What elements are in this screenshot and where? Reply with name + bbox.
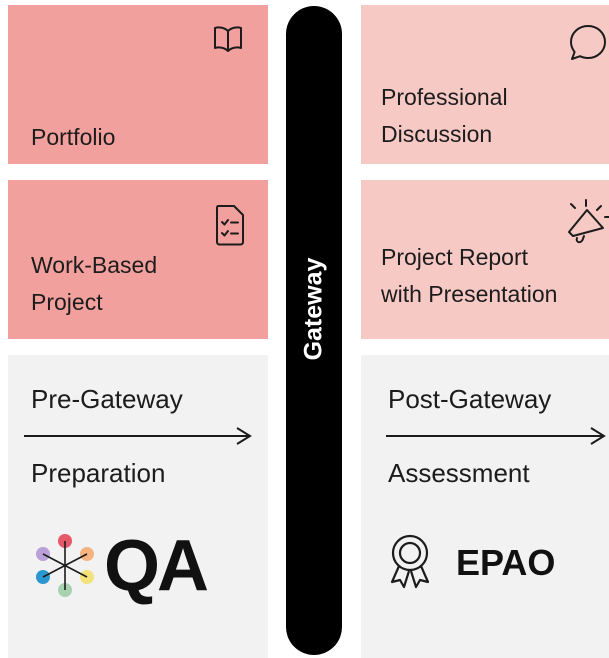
work-based-project-label-line2: Project [31,289,103,315]
assessment-label: Assessment [388,458,530,488]
gateway-bar: Gateway [286,6,342,655]
project-report-label-line1: Project Report [381,244,529,270]
checklist-icon [214,204,246,251]
work-based-project-label-line1: Work-Based [31,252,158,278]
pre-gateway-panel: Pre-Gateway Preparation QA [8,355,268,658]
qa-logo-text: QA [104,526,209,606]
pre-gateway-arrow [24,427,252,445]
professional-discussion-card: Professional Discussion [361,5,609,164]
project-report-card: Project Report with Presentation [361,180,609,339]
qa-flower-icon [30,530,100,605]
post-gateway-panel: Post-Gateway Assessment EPAO [361,355,609,658]
speech-bubble-icon [568,23,608,68]
portfolio-card: Portfolio [8,5,268,164]
award-ribbon-icon [388,533,432,596]
post-gateway-arrow [386,427,606,445]
gateway-label: Gateway [299,257,328,361]
book-icon [213,25,243,58]
work-based-project-card: Work-Based Project [8,180,268,339]
epao-logo-text: EPAO [456,542,556,583]
post-gateway-title: Post-Gateway [388,384,552,414]
professional-discussion-label-line2: Discussion [381,121,493,147]
portfolio-label: Portfolio [31,124,116,150]
megaphone-icon [563,192,609,249]
pre-gateway-title: Pre-Gateway [31,384,183,414]
preparation-label: Preparation [31,458,166,488]
project-report-label-line2: with Presentation [381,281,558,307]
professional-discussion-label-line1: Professional [381,84,508,110]
